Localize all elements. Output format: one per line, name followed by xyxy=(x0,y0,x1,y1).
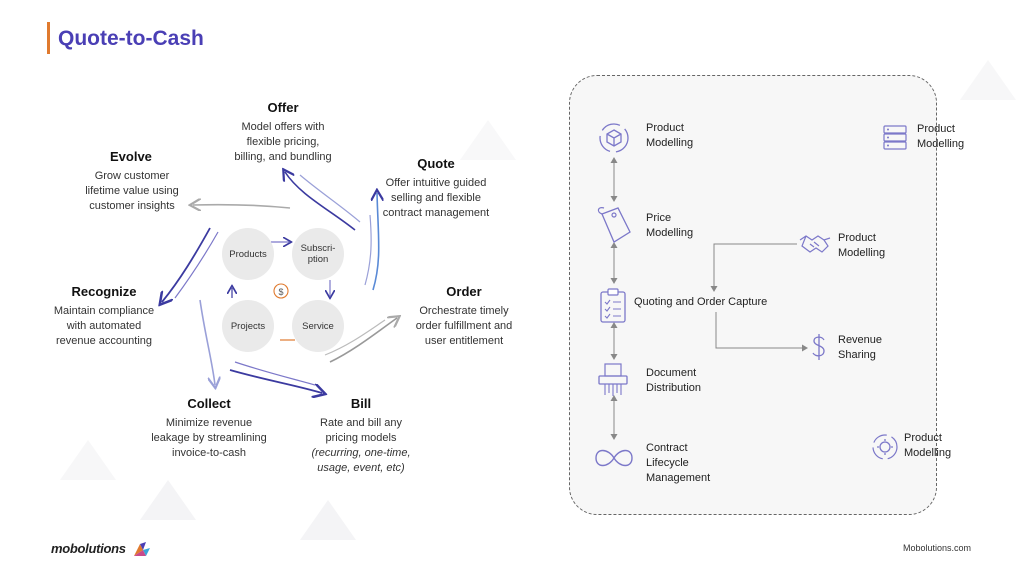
stage-recognize: Recognize Maintain compliance with autom… xyxy=(42,284,166,349)
cube-cycle-icon xyxy=(599,123,629,153)
stage-quote: Quote Offer intuitive guided selling and… xyxy=(375,156,497,221)
stage-title: Collect xyxy=(187,396,231,411)
stage-desc: Grow customer lifetime value using custo… xyxy=(85,170,179,212)
title-accent-bar xyxy=(47,22,50,54)
background-shape xyxy=(300,500,356,540)
arrow-to-offer xyxy=(285,172,356,231)
cycle-projects: Projects xyxy=(222,300,274,352)
flow-product-modelling: Product Modelling xyxy=(646,122,694,149)
stage-collect: Collect Minimize revenue leakage by stre… xyxy=(143,396,275,461)
background-shape xyxy=(960,60,1016,100)
arrow-to-collect xyxy=(199,299,215,385)
stage-bill: Bill Rate and bill any pricing models (r… xyxy=(300,396,422,476)
stage-offer: Offer Model offers with flexible pricing… xyxy=(222,100,344,165)
stage-desc: Minimize revenue leakage by streamlining… xyxy=(151,417,267,459)
background-shape xyxy=(140,480,196,520)
flow-document-distribution: Document Distribution xyxy=(646,367,702,394)
price-tag-icon xyxy=(597,207,631,243)
stage-desc: Offer intuitive guided selling and flexi… xyxy=(382,177,490,219)
clipboard-checklist-icon xyxy=(600,288,626,323)
website-url: Mobolutions.com xyxy=(902,543,971,553)
stage-title: Bill xyxy=(350,396,372,411)
arrow-to-order xyxy=(329,318,397,363)
flow-product-modelling-2: Product Modelling xyxy=(917,123,965,150)
arrow-to-quote xyxy=(373,193,379,291)
stage-desc: Rate and bill any pricing models xyxy=(320,417,402,444)
background-shape xyxy=(460,120,516,160)
server-rack-icon xyxy=(883,125,907,150)
svg-text:$: $ xyxy=(278,287,283,297)
flow-product-modelling-3: Product Modelling xyxy=(838,232,886,259)
stage-title: Recognize xyxy=(71,284,137,299)
flow-price-modelling: Price Modelling xyxy=(646,212,694,239)
cycle-service: Service xyxy=(292,300,344,352)
flow-quoting-order-capture: Quoting and Order Capture xyxy=(634,296,768,308)
brand-logo: mobolutions xyxy=(51,541,126,556)
background-shape xyxy=(60,440,116,480)
flow-panel xyxy=(569,75,937,515)
brand-logo-mark xyxy=(134,542,150,556)
stage-desc: Maintain compliance with automated reven… xyxy=(53,305,155,347)
infinity-icon xyxy=(595,449,633,467)
stage-desc-italic: (recurring, one-time, usage, event, etc) xyxy=(311,447,411,474)
flow-contract-lifecycle: Contract Lifecycle Management xyxy=(646,442,711,484)
document-shredder-icon xyxy=(598,363,628,396)
stage-evolve: Evolve Grow customer lifetime value usin… xyxy=(70,149,194,214)
cycle-subscription: Subscri- ption xyxy=(292,228,344,280)
arrow-to-bill xyxy=(229,369,322,393)
stage-title: Order xyxy=(446,284,482,299)
arrow-to-recognize xyxy=(162,227,211,302)
stage-order: Order Orchestrate timely order fulfillme… xyxy=(403,284,525,349)
cycle-products: Products xyxy=(222,228,274,280)
dollar-icon xyxy=(812,334,825,360)
stage-title: Offer xyxy=(267,100,299,115)
arrow-to-evolve xyxy=(193,205,291,208)
stage-desc: Orchestrate timely order fulfillment and… xyxy=(415,305,513,347)
stage-title: Quote xyxy=(417,156,455,171)
stage-desc: Model offers with flexible pricing, bill… xyxy=(234,121,332,163)
handshake-icon xyxy=(799,235,831,253)
flow-revenue-sharing: Revenue Sharing xyxy=(838,334,883,361)
page-title: Quote-to-Cash xyxy=(58,27,204,50)
flow-product-modelling-4: Product Modelling xyxy=(904,432,952,459)
stage-title: Evolve xyxy=(110,149,152,164)
gear-cycle-icon xyxy=(872,434,898,460)
